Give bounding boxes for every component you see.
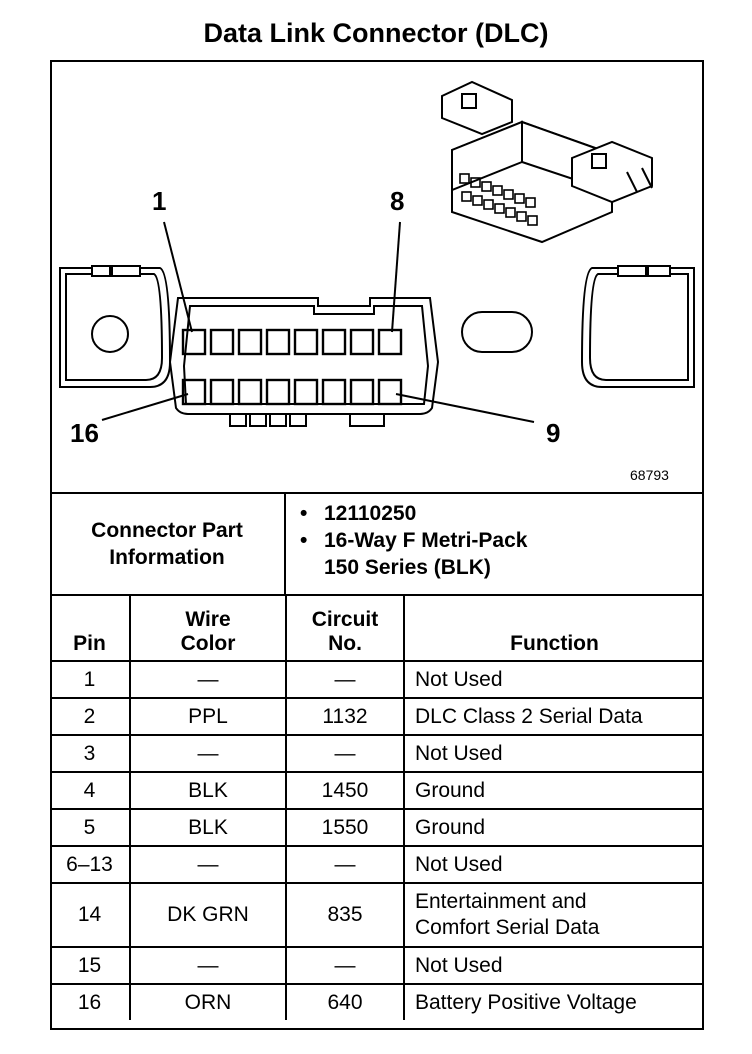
header-pin: Pin [50, 596, 131, 662]
cell-circuit: 1550 [285, 808, 405, 847]
connector-face-icon [59, 221, 695, 427]
cell-circuit: 640 [285, 983, 405, 1020]
table-row: 16 ORN 640 Battery Positive Voltage [50, 983, 704, 1020]
cell-function: Ground [403, 771, 704, 810]
table-row: 4 BLK 1450 Ground [50, 771, 704, 810]
table-row: 15 — — Not Used [50, 946, 704, 985]
connector-info-label-line1: Connector Part [91, 519, 243, 542]
connector-info-label-line2: Information [109, 546, 225, 569]
connector-type-line2: 150 Series (BLK) [324, 556, 491, 579]
cell-pin: 14 [50, 882, 131, 948]
cell-wire: — [129, 946, 287, 985]
cell-wire: PPL [129, 697, 287, 736]
cell-pin: 1 [50, 660, 131, 699]
cell-wire: BLK [129, 808, 287, 847]
connector-type-line1: 16-Way F Metri-Pack [324, 529, 528, 552]
connector-info-row: Connector Part Information • 12110250 • … [50, 492, 704, 596]
cell-wire: ORN [129, 983, 287, 1020]
table-row: 2 PPL 1132 DLC Class 2 Serial Data [50, 697, 704, 736]
cell-function: Not Used [403, 734, 704, 773]
connector-info-item: • 16-Way F Metri-Pack [300, 527, 527, 554]
cell-circuit: — [285, 845, 405, 884]
connector-isometric-icon [441, 80, 653, 244]
pin-callout-8: 8 [390, 186, 404, 216]
cell-function: Entertainment and Comfort Serial Data [403, 882, 704, 948]
header-function: Function [403, 596, 704, 662]
cell-circuit: 1450 [285, 771, 405, 810]
cell-pin: 2 [50, 697, 131, 736]
cell-pin: 6–13 [50, 845, 131, 884]
page-title: Data Link Connector (DLC) [203, 18, 549, 48]
table-row: 14 DK GRN 835 Entertainment and Comfort … [50, 882, 704, 948]
diagram-frame [50, 60, 704, 1030]
pin-callout-9: 9 [546, 418, 560, 448]
bullet-icon: • [300, 502, 308, 525]
cell-circuit: — [285, 946, 405, 985]
cell-pin: 3 [50, 734, 131, 773]
header-circuit-no: Circuit No. [285, 596, 405, 662]
cell-circuit: 835 [285, 882, 405, 948]
cell-function: Not Used [403, 660, 704, 699]
cell-pin: 16 [50, 983, 131, 1020]
pin-callout-16: 16 [70, 418, 99, 448]
bullet-icon: • [300, 529, 308, 552]
cell-pin: 4 [50, 771, 131, 810]
cell-circuit: — [285, 660, 405, 699]
connector-info-label: Connector Part Information [50, 494, 286, 594]
cell-wire: — [129, 845, 287, 884]
connector-info-list: • 12110250 • 16-Way F Metri-Pack 150 Ser… [300, 500, 527, 581]
pin-callout-1: 1 [152, 186, 166, 216]
cell-circuit: — [285, 734, 405, 773]
cell-function: DLC Class 2 Serial Data [403, 697, 704, 736]
connector-info-item: 150 Series (BLK) [300, 554, 527, 581]
connector-diagram: 1 8 16 9 [59, 80, 695, 448]
figure-reference-number: 68793 [630, 467, 669, 483]
table-header-row: Pin Wire Color Circuit No. Function [50, 596, 704, 662]
cell-wire: — [129, 660, 287, 699]
pin-table: Pin Wire Color Circuit No. Function 1 — … [50, 596, 704, 1020]
cell-wire: BLK [129, 771, 287, 810]
connector-info-item: • 12110250 [300, 500, 527, 527]
cell-circuit: 1132 [285, 697, 405, 736]
cell-function: Not Used [403, 946, 704, 985]
cell-function: Battery Positive Voltage [403, 983, 704, 1020]
cell-wire: — [129, 734, 287, 773]
cell-function: Not Used [403, 845, 704, 884]
part-number: 12110250 [324, 502, 417, 525]
header-wire-color: Wire Color [129, 596, 287, 662]
cell-wire: DK GRN [129, 882, 287, 948]
table-row: 1 — — Not Used [50, 660, 704, 699]
cell-function: Ground [403, 808, 704, 847]
table-row: 6–13 — — Not Used [50, 845, 704, 884]
table-row: 3 — — Not Used [50, 734, 704, 773]
cell-pin: 15 [50, 946, 131, 985]
table-row: 5 BLK 1550 Ground [50, 808, 704, 847]
cell-pin: 5 [50, 808, 131, 847]
